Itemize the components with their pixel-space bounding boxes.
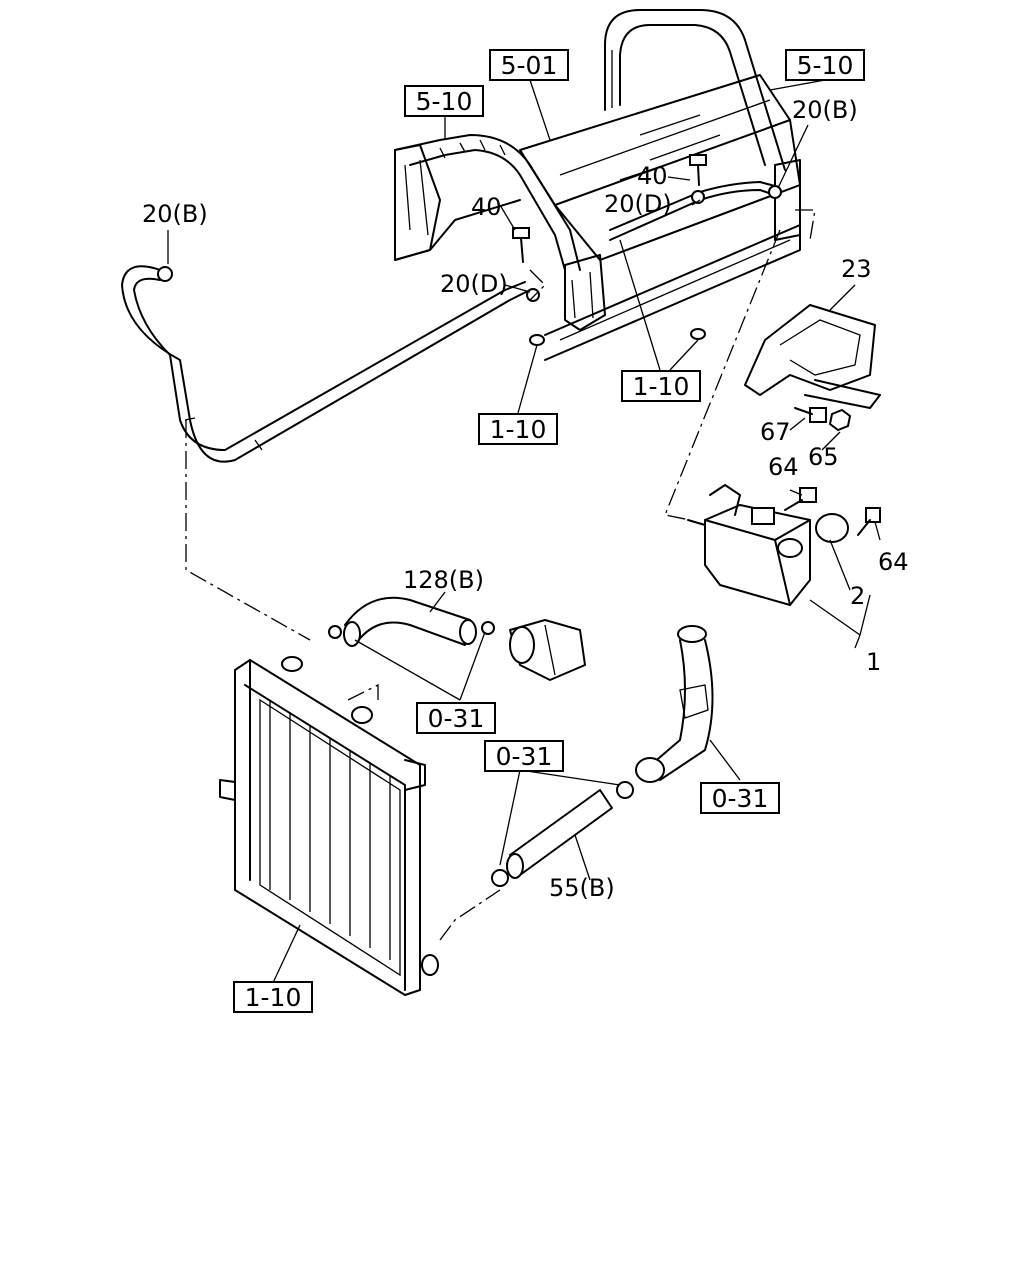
pipe-loop-left <box>394 134 581 271</box>
svg-text:1-10: 1-10 <box>245 983 302 1012</box>
frame-crossmember <box>394 74 801 361</box>
bolt-64-upper <box>784 487 817 511</box>
label-20d-right: 20(D) <box>604 190 672 218</box>
label-55b: 55(B) <box>549 874 615 902</box>
label-20b-left: 20(B) <box>142 200 208 228</box>
bolt-40-left <box>512 227 530 263</box>
svg-text:0-31: 0-31 <box>712 784 769 813</box>
ref-box-pipe-right: 5-10 <box>785 49 865 81</box>
svg-text:5-10: 5-10 <box>797 51 854 80</box>
pipe-loop-right <box>604 9 786 171</box>
label-64-upper: 64 <box>768 453 799 481</box>
ref-box-pipe-left: 5-10 <box>404 85 484 117</box>
label-64-right: 64 <box>878 548 909 576</box>
reserve-tank <box>687 484 811 606</box>
label-40-right: 40 <box>637 162 668 190</box>
assembly-lines <box>185 209 816 941</box>
bracket-23 <box>744 304 881 409</box>
svg-text:5-01: 5-01 <box>501 51 558 80</box>
svg-text:0-31: 0-31 <box>428 704 485 733</box>
ref-box-bracket-right: 1-10 <box>621 370 701 402</box>
hose-128b <box>328 596 495 647</box>
label-23: 23 <box>841 255 872 283</box>
svg-text:1-10: 1-10 <box>490 415 547 444</box>
ref-box-lower-pipe-right: 0-31 <box>700 782 780 814</box>
radiator <box>219 656 439 996</box>
cap-2 <box>815 513 849 543</box>
svg-text:0-31: 0-31 <box>496 742 553 771</box>
label-20b-right: 20(B) <box>792 96 858 124</box>
ref-box-engine-hose: 0-31 <box>416 702 496 734</box>
thermostat-housing <box>509 619 586 681</box>
svg-text:5-10: 5-10 <box>416 87 473 116</box>
svg-text:1-10: 1-10 <box>633 372 690 401</box>
outlet-pipe <box>635 625 714 783</box>
label-20d-mid: 20(D) <box>440 270 508 298</box>
label-67: 67 <box>760 418 791 446</box>
label-1: 1 <box>866 648 881 676</box>
ref-box-bracket-mid: 1-10 <box>478 413 558 445</box>
label-128b: 128(B) <box>403 566 484 594</box>
bolt-40-right <box>689 154 707 186</box>
bolt-67 <box>794 407 827 423</box>
ref-box-frame-top: 5-01 <box>489 49 569 81</box>
leader-lines <box>167 79 881 986</box>
ref-box-radiator: 1-10 <box>233 981 313 1013</box>
nut-65 <box>828 408 852 432</box>
label-2: 2 <box>850 582 865 610</box>
hose-55b <box>491 781 634 887</box>
label-65: 65 <box>808 443 839 471</box>
bolt-64-right <box>857 507 881 536</box>
label-40-left: 40 <box>471 193 502 221</box>
ref-box-lower-pipe-upper: 0-31 <box>484 740 564 772</box>
